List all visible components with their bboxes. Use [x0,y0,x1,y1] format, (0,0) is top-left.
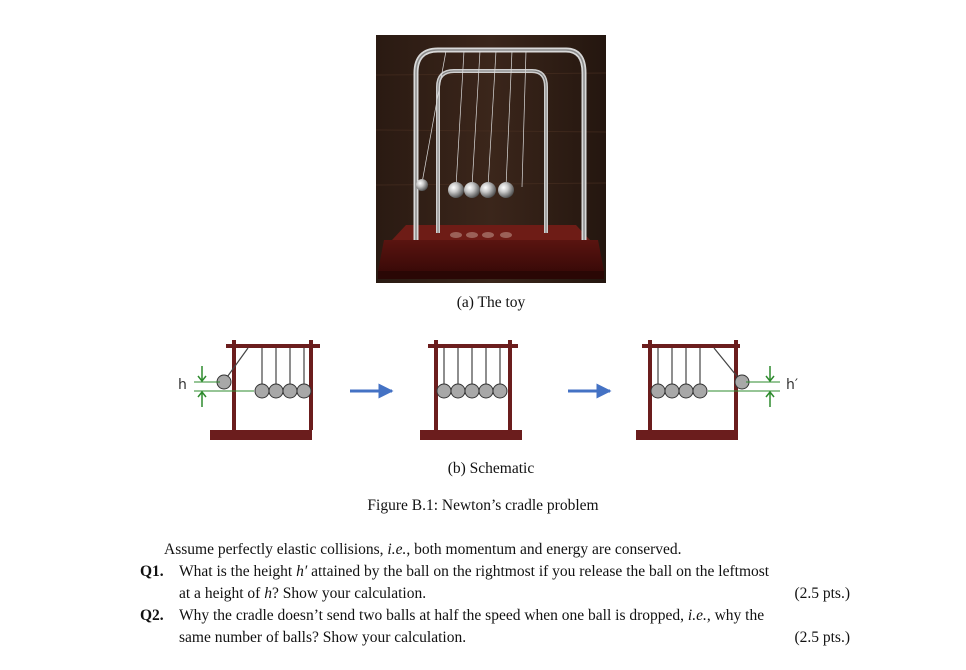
cradle-collision-state [420,340,522,440]
q2-line-1: Q2. Why the cradle doesn’t send two ball… [140,605,850,627]
intro-line: Assume perfectly elastic collisions, i.e… [164,541,682,558]
newtons-cradle-schematic: h [178,340,798,440]
q2-line-2: same number of balls? Show your calculat… [140,627,850,649]
height-label-h: h [178,377,187,393]
q2-label: Q2. [140,607,164,624]
cradle-initial-state: h [178,340,320,440]
figure-caption: Figure B.1: Newton’s cradle problem [367,497,599,514]
q1-line-2: at a height of h? Show your calculation.… [140,583,850,605]
subfigure-b-caption: (b) Schematic [447,460,535,477]
cradle-final-state: h′ [636,340,798,440]
q1-line-1: Q1. What is the height h′ attained by th… [140,561,850,583]
problem-text: Assume perfectly elastic collisions, i.e… [140,539,850,649]
q1-points: (2.5 pts.) [794,585,850,602]
subfigure-a-caption: (a) The toy [456,294,526,311]
height-label-h-prime: h′ [786,377,798,393]
q1-label: Q1. [140,563,164,580]
q2-points: (2.5 pts.) [794,629,850,646]
newtons-cradle-photo [376,35,606,283]
